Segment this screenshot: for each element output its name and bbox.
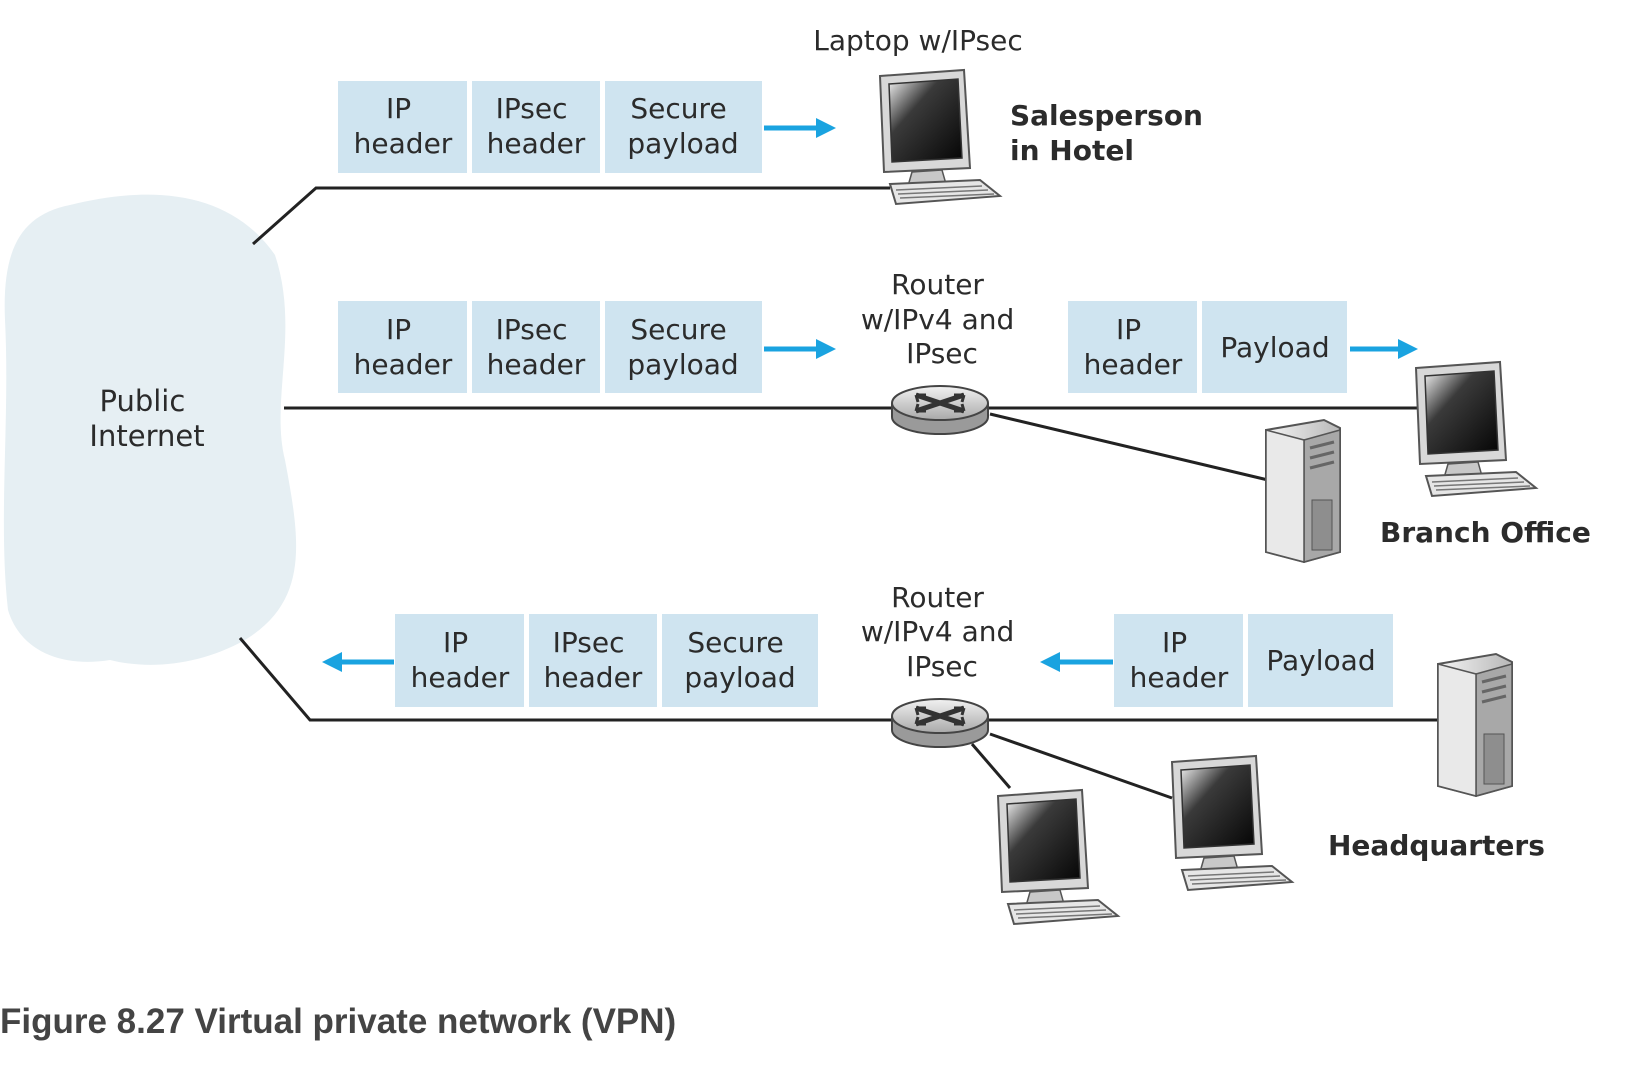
link-hq-pc2 [989, 732, 1173, 800]
packet-field [605, 81, 762, 173]
figure-caption: Figure 8.27 Virtual private network (VPN… [0, 1002, 677, 1041]
arrow-left-icon [322, 652, 394, 672]
public-internet-cloud [3, 194, 297, 665]
arrow-right-icon [764, 118, 836, 138]
packet-field [338, 81, 467, 173]
server-icon [1264, 418, 1342, 564]
packet-field [529, 614, 657, 707]
router-icon [892, 699, 988, 747]
packet-field-label: Secure payload [627, 313, 738, 381]
packet-field-label: Secure payload [627, 92, 738, 160]
packet-field [662, 614, 818, 707]
branch-office-label: Branch Office [1380, 516, 1591, 549]
packet-field-label: IP header [411, 626, 510, 694]
hq-plain-packet: IP header Payload [1114, 614, 1393, 707]
salesperson-label: Salesperson in Hotel [1010, 99, 1213, 167]
packet-field-label: IP header [1084, 313, 1183, 381]
router-icon [892, 386, 988, 434]
packet-field [1248, 614, 1393, 707]
server-icon [1436, 652, 1514, 798]
link-hq-pc1 [970, 743, 1012, 789]
packet-field-label: Payload [1220, 331, 1329, 364]
packet-field [395, 614, 524, 707]
desktop-computer-icon [1415, 361, 1537, 497]
branch-secure-packet: IP header IPsec header Secure payload [338, 301, 762, 393]
packet-field-label: IPsec header [544, 626, 643, 694]
packet-field-label: IPsec header [487, 313, 586, 381]
cloud-label: Public Internet [89, 384, 204, 453]
packet-field-label: Payload [1266, 644, 1375, 677]
packet-field [1202, 301, 1347, 393]
packet-field [472, 81, 600, 173]
link-branch-server [989, 412, 1269, 482]
packet-field-label: IPsec header [487, 92, 586, 160]
link-hotel [252, 186, 890, 246]
hotel-packet: IP header IPsec header Secure payload [338, 81, 762, 173]
link-hq [238, 637, 1440, 722]
arrow-right-icon [1350, 339, 1418, 359]
laptop-label: Laptop w/IPsec [813, 24, 1023, 57]
arrow-left-icon [1040, 652, 1113, 672]
branch-plain-packet: IP header Payload [1068, 301, 1347, 393]
arrow-right-icon [764, 339, 836, 359]
packet-field-label: Secure payload [684, 626, 795, 694]
laptop-icon [879, 69, 1001, 205]
packet-field [1068, 301, 1197, 393]
desktop-computer-icon [1171, 755, 1293, 891]
desktop-computer-icon [997, 789, 1119, 925]
packet-field-label: IP header [1130, 626, 1229, 694]
branch-router-label: Router w/IPv4 and IPsec [861, 268, 1023, 370]
hq-secure-packet: IP header IPsec header Secure payload [395, 614, 818, 707]
vpn-diagram: Public Internet IP header IPsec header S… [3, 24, 1591, 925]
headquarters-label: Headquarters [1328, 829, 1545, 862]
packet-field [338, 301, 467, 393]
network-links [238, 186, 1440, 800]
packet-field-label: IP header [354, 92, 453, 160]
packet-field-label: IP header [354, 313, 453, 381]
packet-field [472, 301, 600, 393]
hq-router-label: Router w/IPv4 and IPsec [861, 581, 1023, 683]
packet-field [605, 301, 762, 393]
packet-field [1114, 614, 1243, 707]
